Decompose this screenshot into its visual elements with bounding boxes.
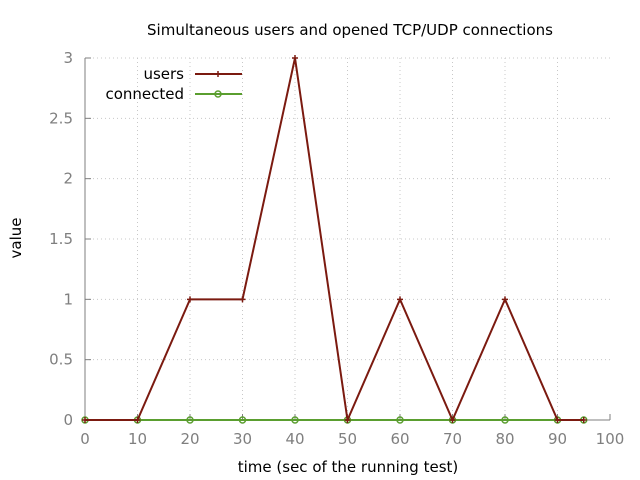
y-tick-label: 2 — [63, 170, 73, 188]
plus-marker — [292, 55, 298, 61]
y-tick-label: 0.5 — [49, 351, 73, 369]
x-tick-label: 40 — [285, 430, 304, 448]
x-tick-label: 80 — [495, 430, 514, 448]
circle-marker — [238, 416, 247, 424]
series-line-users — [85, 57, 584, 424]
y-axis-label: value — [7, 218, 25, 259]
x-tick-label: 10 — [128, 430, 147, 448]
legend: users connected — [105, 65, 242, 103]
y-tick-label: 2.5 — [49, 109, 73, 127]
circle-marker — [501, 416, 509, 424]
plus-marker — [344, 417, 351, 423]
x-tick-label: 100 — [596, 430, 625, 448]
y-tick-label: 1.5 — [49, 230, 73, 248]
series — [81, 55, 588, 424]
legend-label: users — [143, 65, 184, 83]
x-axis-label: time (sec of the running test) — [238, 458, 459, 476]
legend-label: connected — [105, 85, 184, 103]
plus-marker — [239, 296, 246, 303]
x-tick-label: 0 — [80, 430, 90, 448]
plus-marker — [82, 417, 88, 423]
plus-marker — [502, 296, 508, 303]
plus-marker — [134, 417, 141, 423]
y-tick-label: 0 — [63, 411, 73, 429]
grid — [85, 57, 610, 420]
x-tick-label: 90 — [548, 430, 567, 448]
x-tick-label: 60 — [390, 430, 409, 448]
circle-marker — [291, 416, 299, 424]
circle-marker — [214, 90, 222, 98]
x-tick-label: 20 — [180, 430, 199, 448]
chart-title: Simultaneous users and opened TCP/UDP co… — [147, 21, 553, 39]
plus-marker — [580, 417, 587, 423]
plus-marker — [187, 296, 193, 303]
x-tick-label: 70 — [443, 430, 462, 448]
plus-marker — [215, 71, 221, 77]
y-tick-label: 3 — [63, 49, 73, 67]
plus-marker — [554, 417, 561, 423]
y-tick-label: 1 — [63, 290, 73, 308]
plus-marker — [449, 417, 456, 423]
plus-marker — [397, 296, 403, 303]
circle-marker — [186, 416, 194, 424]
circle-marker — [396, 416, 404, 424]
x-tick-label: 50 — [338, 430, 357, 448]
x-tick-label: 30 — [233, 430, 252, 448]
